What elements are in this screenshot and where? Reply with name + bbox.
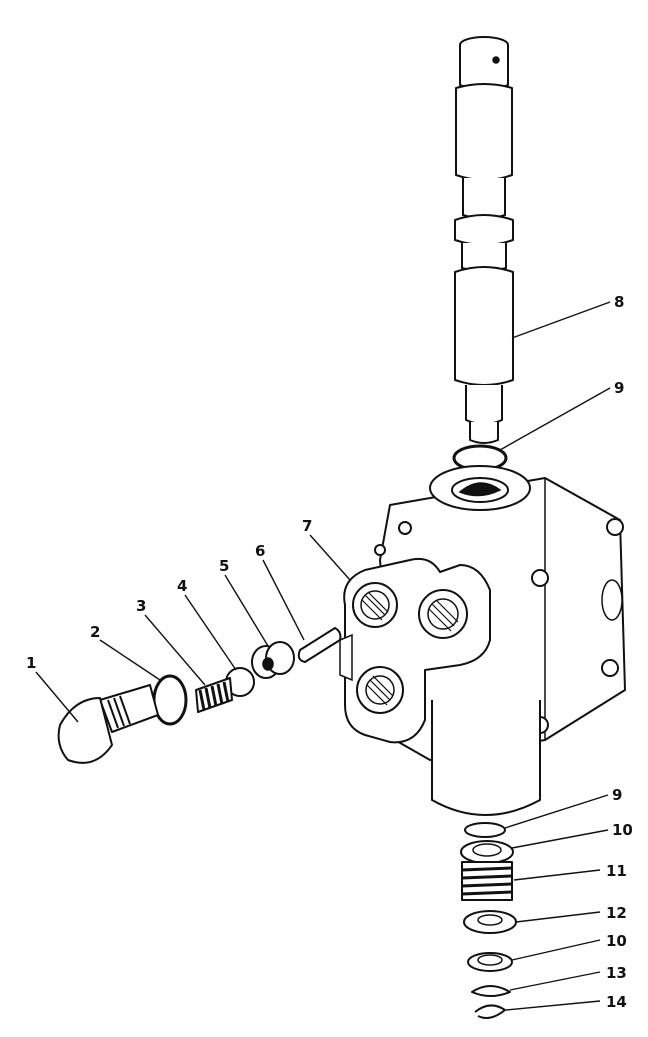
callout-10-upper: 10 [612, 821, 633, 839]
washer-part-10-lower [467, 952, 513, 972]
callout-12: 12 [606, 904, 627, 922]
callout-7: 7 [302, 517, 312, 535]
spring-part-11 [461, 861, 513, 901]
callout-11: 11 [606, 862, 627, 880]
pin-part-6 [297, 627, 342, 663]
callout-8: 8 [614, 293, 624, 311]
poppet-part-5 [251, 641, 295, 679]
snap-ring-part-13 [471, 985, 511, 997]
retainer-part-12 [463, 910, 517, 934]
callout-2: 2 [90, 623, 100, 641]
o-ring-part-9-lower [464, 822, 506, 838]
callout-9-upper: 9 [614, 379, 624, 397]
leader-lines [35, 301, 611, 1011]
callout-9-lower: 9 [612, 786, 622, 804]
spring-part-3 [195, 677, 233, 713]
callout-14: 14 [606, 993, 627, 1011]
o-ring-part-2 [152, 674, 188, 726]
spool-part-8 [454, 36, 514, 444]
callout-1: 1 [26, 654, 36, 672]
clip-part-14 [474, 1004, 506, 1019]
callout-10-lower: 10 [606, 932, 627, 950]
callout-3: 3 [136, 597, 146, 615]
callout-6: 6 [255, 542, 265, 560]
callout-5: 5 [219, 557, 229, 575]
washer-part-10-upper [460, 840, 514, 864]
valve-body-part-7 [339, 465, 626, 816]
callout-4: 4 [177, 577, 187, 595]
plug-part-1 [57, 684, 159, 764]
callout-13: 13 [606, 964, 627, 982]
